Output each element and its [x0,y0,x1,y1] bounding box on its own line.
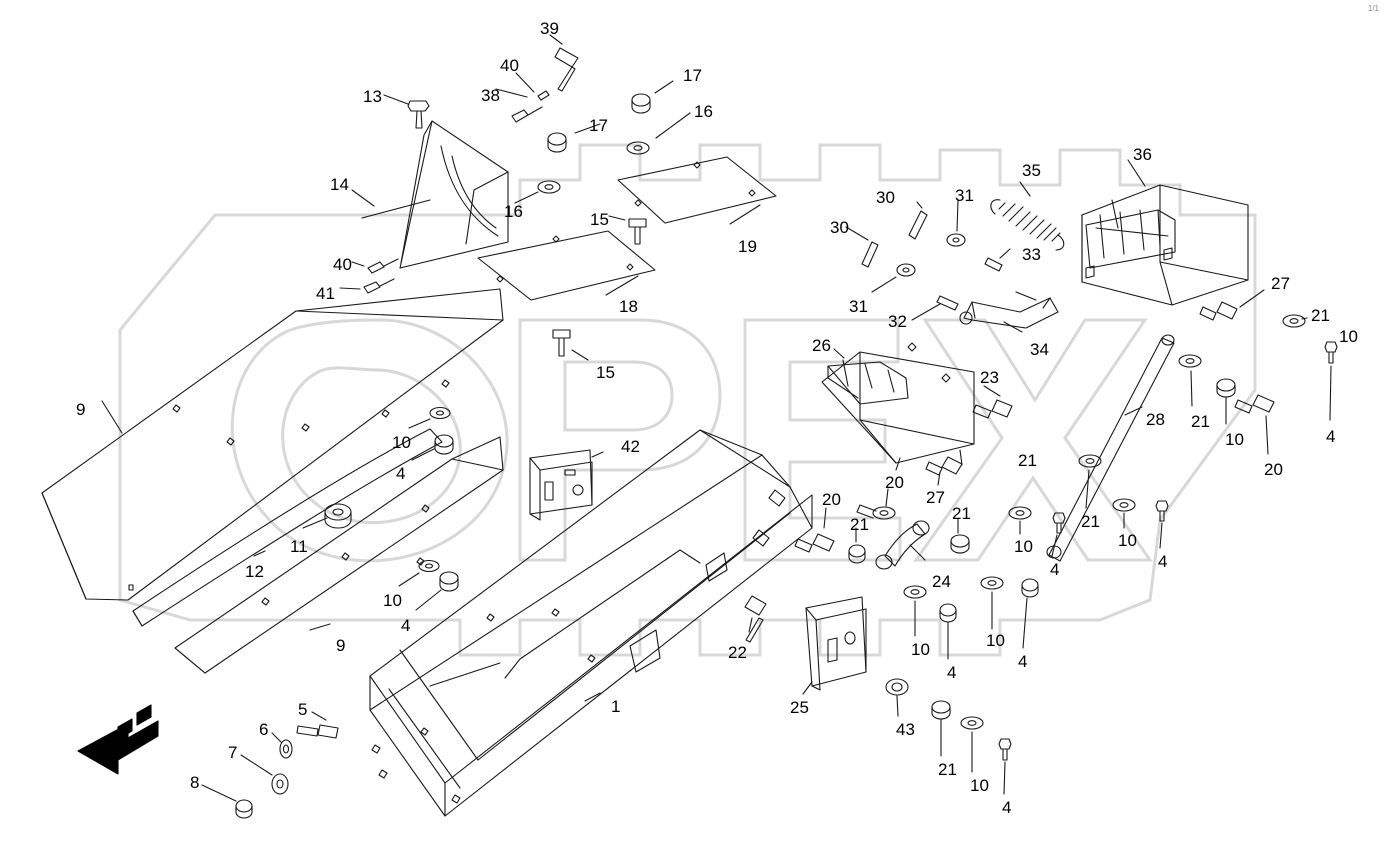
callout-4-c: 4 [1050,560,1060,579]
callout-21-e: 21 [850,515,869,534]
callout-27-a: 27 [1271,274,1290,293]
callout-21-a: 21 [1311,306,1330,325]
callout-11: 11 [290,537,308,556]
callout-39: 39 [540,19,559,38]
callout-21-g: 21 [938,760,957,779]
callout-10-c: 10 [392,433,411,452]
callout-21-c: 21 [1018,451,1037,470]
callout-15-a: 15 [590,210,609,229]
callout-10-g: 10 [911,640,930,659]
callout-41: 41 [316,284,335,303]
callout-23: 23 [980,368,999,387]
callout-15-b: 15 [596,363,615,382]
callout-35: 35 [1022,161,1041,180]
callout-43: 43 [896,720,915,739]
callout-40-b: 40 [333,255,352,274]
callout-27-b: 27 [926,488,945,507]
callout-4-a: 4 [1326,427,1336,446]
callout-20-a: 20 [1264,460,1283,479]
callout-10-h: 10 [986,631,1005,650]
callout-9-b: 9 [336,636,346,655]
callout-4-b: 4 [396,464,406,483]
callout-4-h: 4 [1002,798,1012,817]
callout-24: 24 [932,572,951,591]
callout-36: 36 [1133,145,1152,164]
callout-19: 19 [738,237,757,256]
callout-10-b: 10 [1225,430,1244,449]
corner-mark: 1/1 [1367,4,1379,13]
callout-21-b: 21 [1191,412,1210,431]
callout-7: 7 [228,743,238,762]
callout-13: 13 [363,87,382,106]
callout-4-f: 4 [947,663,957,682]
callout-10-a: 10 [1339,327,1358,346]
callout-21-d: 21 [952,504,971,523]
callout-26: 26 [812,336,831,355]
callout-12: 12 [245,562,264,581]
callout-20-b: 20 [885,473,904,492]
callout-38: 38 [481,86,500,105]
callout-4-d: 4 [1158,552,1168,571]
callout-28: 28 [1146,410,1165,429]
callout-1: 1 [611,697,621,716]
callout-10-i: 10 [970,776,989,795]
callout-33: 33 [1022,245,1041,264]
callout-32: 32 [888,312,907,331]
callout-10-f: 10 [383,591,402,610]
callout-20-c: 20 [822,490,841,509]
callout-25: 25 [790,698,809,717]
callout-16-b: 16 [504,202,523,221]
callout-5: 5 [298,700,308,719]
callout-42: 42 [621,437,640,456]
callout-16-a: 16 [694,102,713,121]
callout-9-a: 9 [76,400,86,419]
callout-40: 40 [500,56,519,75]
callout-17: 17 [683,66,702,85]
callout-10-e: 10 [1118,531,1137,550]
callout-31-b: 31 [849,297,868,316]
callout-30-a: 30 [876,188,895,207]
callout-18: 18 [619,297,638,316]
callout-14: 14 [330,175,349,194]
callout-21-f: 21 [1081,512,1100,531]
callout-4-e: 4 [401,616,411,635]
callout-34: 34 [1030,340,1049,359]
callout-8: 8 [190,773,200,792]
callout-30-b: 30 [830,218,849,237]
callout-10-d: 10 [1014,537,1033,556]
callout-6: 6 [259,720,269,739]
callout-31-a: 31 [955,186,974,205]
callout-22: 22 [728,643,747,662]
callout-4-g: 4 [1018,652,1028,671]
callout-17-b: 17 [589,116,608,135]
